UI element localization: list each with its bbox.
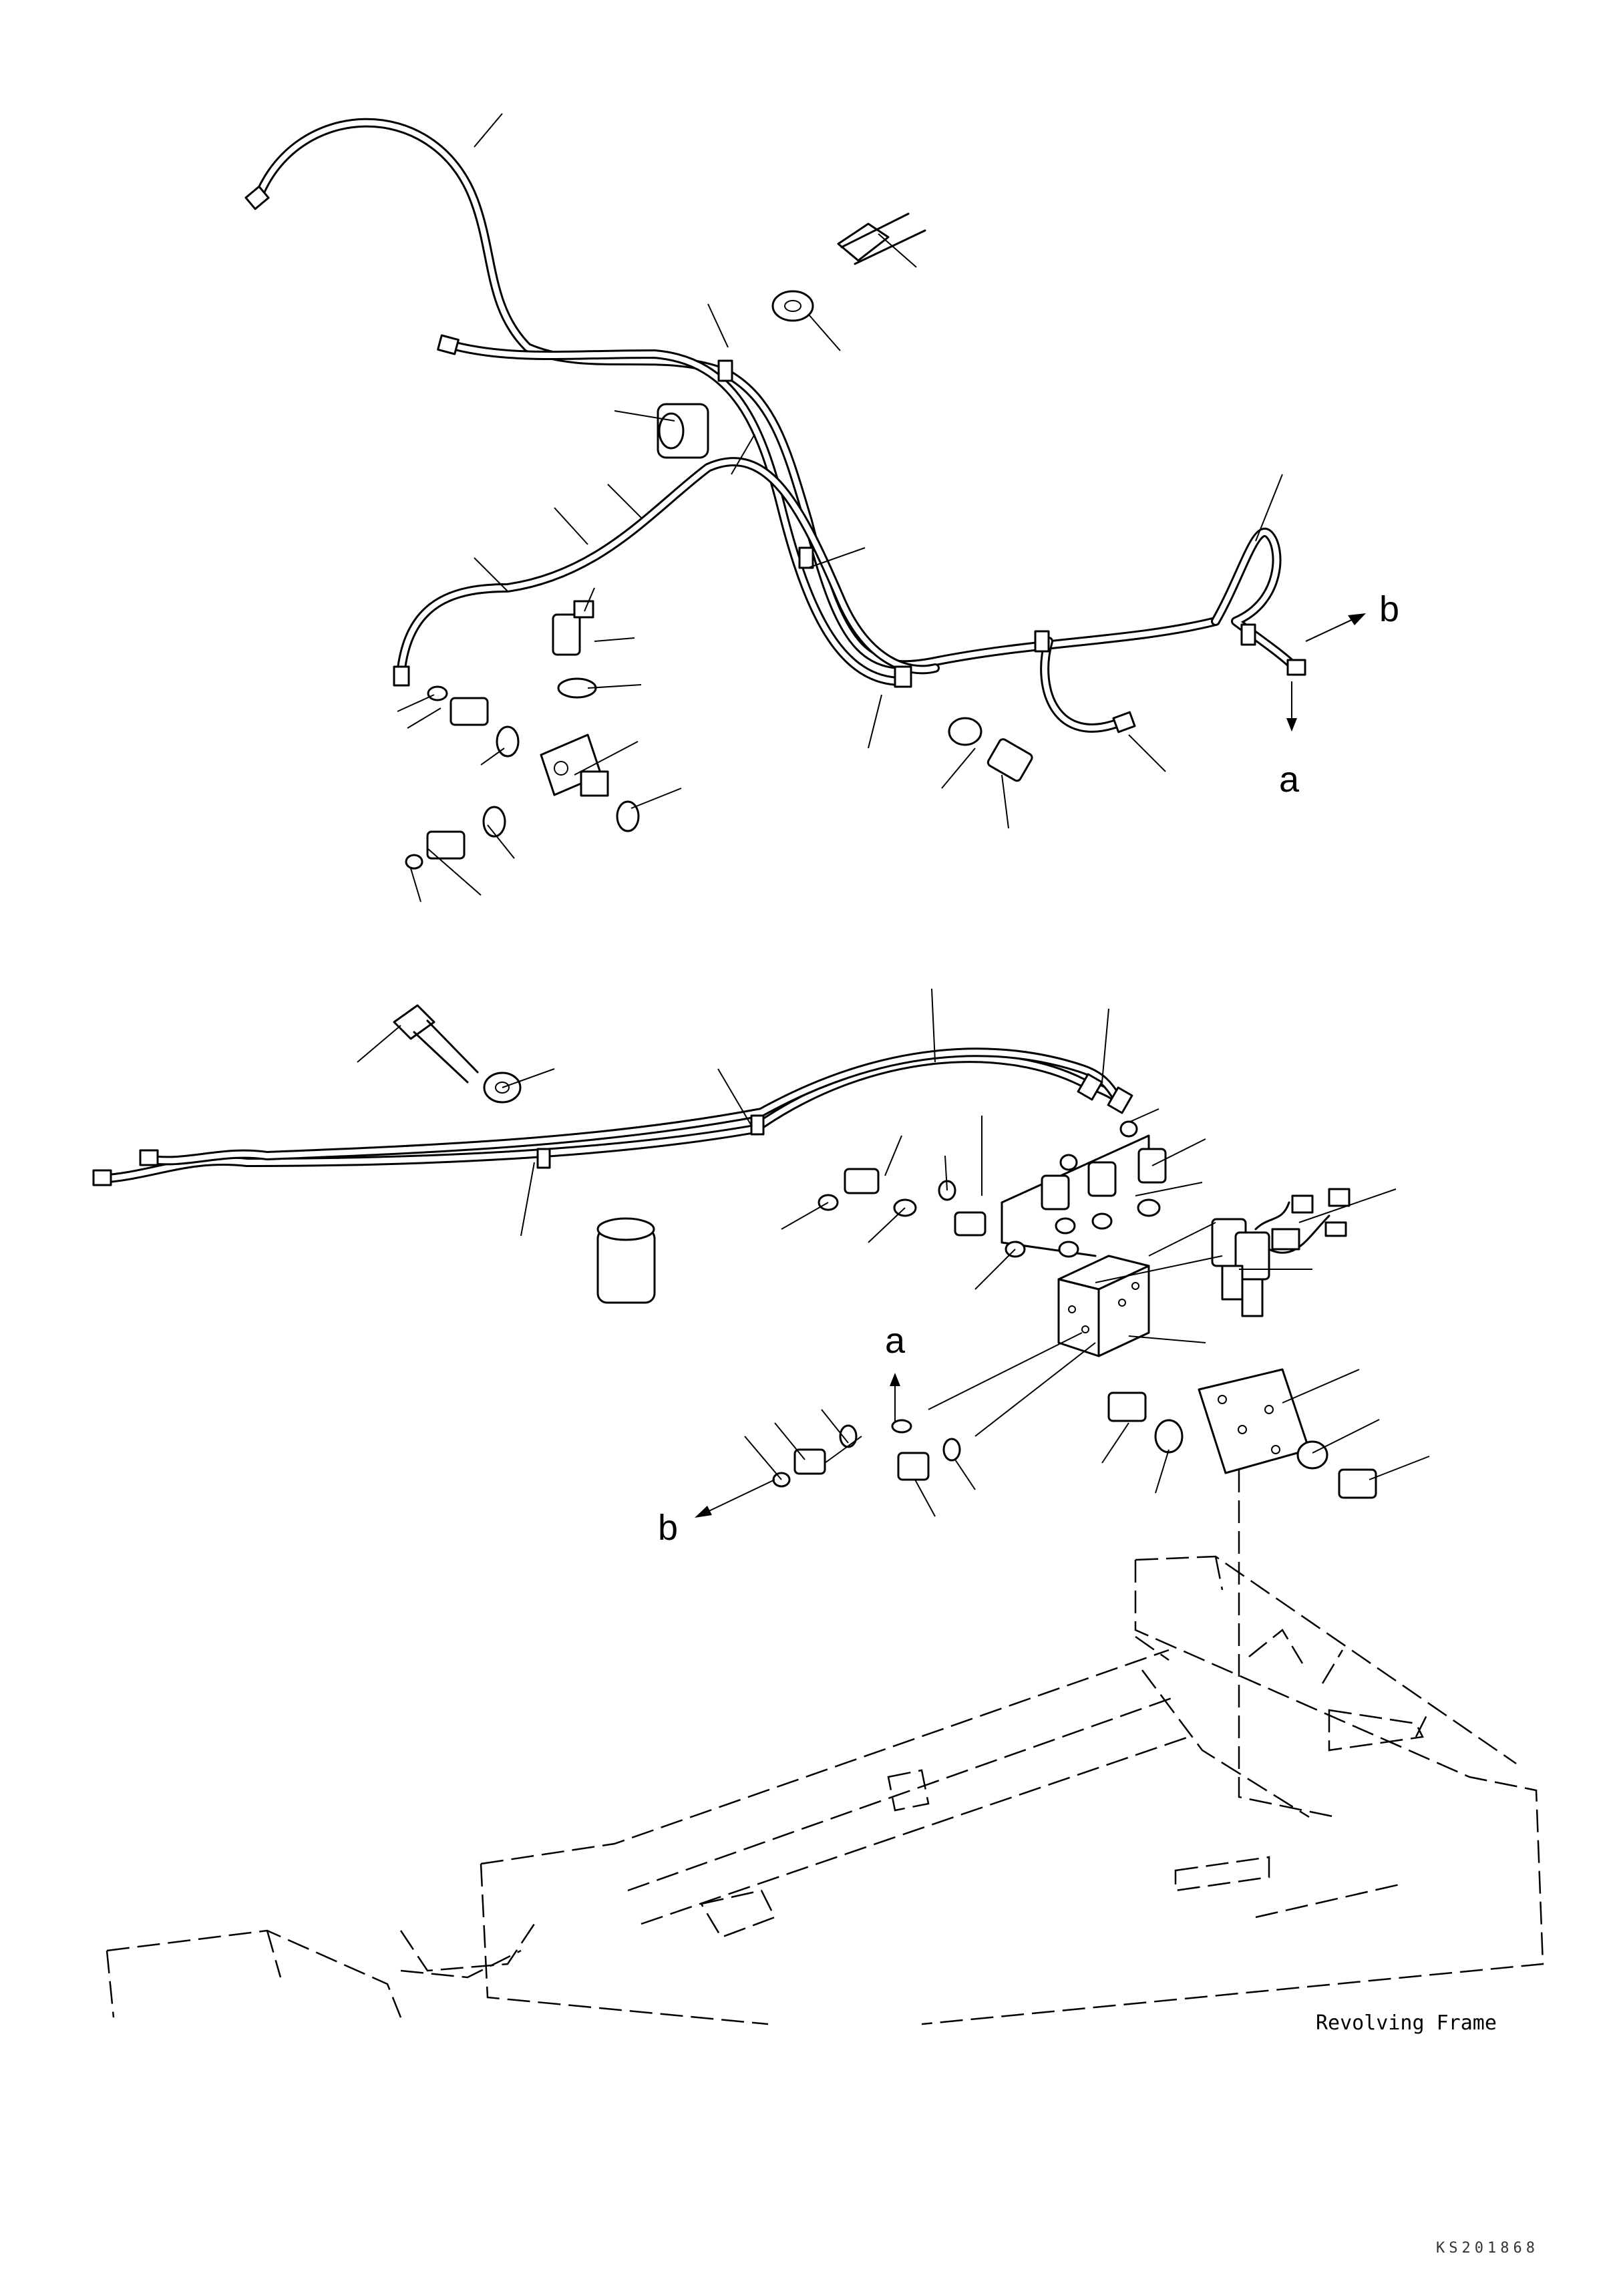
- lower-fittings: [793, 1148, 1377, 1499]
- frame-caption: Revolving Frame: [1316, 2011, 1497, 2035]
- upper-cushion: [657, 403, 709, 459]
- lower-leader-lines: [357, 988, 1430, 1518]
- upper-hose-harness: [244, 118, 1306, 733]
- lower-cushion: [596, 1217, 656, 1304]
- ref-label-a-upper: a: [1279, 760, 1300, 800]
- ref-label-b-upper: b: [1379, 589, 1399, 629]
- drawing-code: KS201868: [1436, 2240, 1539, 2257]
- upper-adapters: [426, 697, 1033, 860]
- manifold-bracket: [1001, 1134, 1150, 1257]
- revolving-frame: [106, 1470, 1544, 2025]
- upper-washer: [771, 290, 814, 322]
- upper-tee-fitting: [540, 733, 609, 797]
- mounting-plate: [1198, 1368, 1310, 1474]
- upper-leader-lines: [397, 113, 1366, 903]
- lower-hose-harness: [92, 1047, 1133, 1186]
- upper-o-rings: [405, 677, 982, 870]
- lower-bolt: [393, 1004, 479, 1084]
- upper-elbow-fitting: [552, 600, 594, 656]
- ref-label-b-lower: b: [658, 1508, 678, 1548]
- upper-bolt: [837, 212, 926, 265]
- solenoid-valve: [1211, 1188, 1351, 1317]
- manifold-block: [1057, 1255, 1150, 1357]
- ref-label-a-lower: a: [885, 1321, 906, 1361]
